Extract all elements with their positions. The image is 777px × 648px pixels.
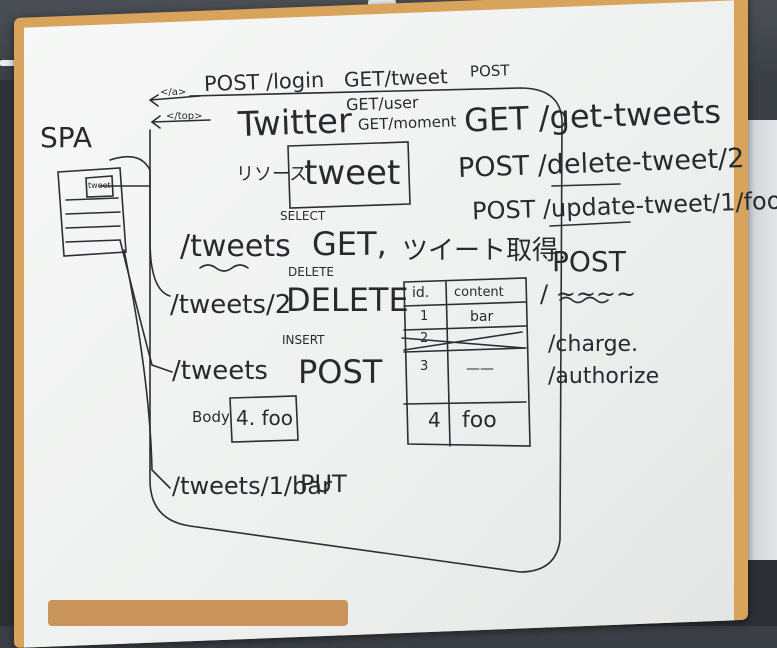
twitter-title: Twitter	[237, 101, 353, 145]
api-note-fetch: ツイート取得.	[402, 236, 567, 266]
ink-strokes	[57, 87, 631, 573]
table-h2	[403, 325, 527, 331]
handwriting-layer: </a> </top> POST /login GET/tweet POST S…	[40, 61, 777, 573]
api-path-tweets-2: /tweets/2	[170, 290, 292, 320]
table-row-3-content: ——	[466, 361, 494, 377]
route-get-tweet: GET/tweet	[343, 64, 449, 92]
table-header-id: id.	[412, 285, 430, 301]
table-outline	[403, 277, 531, 447]
sql-delete: DELETE	[288, 265, 335, 279]
arrow-a	[148, 94, 201, 107]
spa-device	[57, 167, 127, 257]
sql-select: SELECT	[280, 209, 326, 223]
big-frame-line	[149, 87, 563, 573]
route-post-login: POST /login	[203, 67, 325, 97]
underline-update	[549, 221, 631, 227]
underline-delete	[551, 183, 621, 187]
spa-screen-label: tweet	[88, 181, 111, 190]
resource-label: リソース	[236, 164, 308, 185]
spa-arrow-1	[109, 155, 171, 297]
right-route-get-tweets: GET /get-tweets	[463, 92, 722, 140]
api-method-get: GET,	[312, 225, 387, 263]
whiteboard-tray	[48, 600, 348, 626]
table-v	[445, 281, 451, 447]
spa-arrow-3	[119, 239, 173, 373]
tweet-box-line	[287, 141, 411, 209]
arrow-top	[150, 115, 211, 129]
table-row-3-id: 3	[420, 359, 429, 374]
route-post-top: POST	[469, 61, 510, 81]
authorize-route: /authorize	[548, 364, 660, 389]
tweet-box-text: tweet	[304, 153, 401, 193]
post-word: POST	[552, 245, 626, 278]
table-header-content: content	[454, 285, 504, 300]
api-method-delete: DELETE	[286, 281, 409, 319]
table-strike	[401, 331, 525, 351]
api-path-tweets-post: /tweets	[172, 356, 268, 386]
table-row-2-id: 2	[420, 331, 429, 346]
arrow-label-a: </a>	[160, 87, 187, 98]
squiggle-tweets	[199, 264, 249, 272]
arrow-label-top: </top>	[166, 111, 203, 122]
sql-insert: INSERT	[282, 333, 325, 347]
api-method-put: PUT	[300, 470, 347, 498]
api-path-tweets-1-bar: /tweets/1/bar	[172, 472, 332, 500]
body-box-line	[229, 395, 299, 443]
table-row-4-id: 4	[428, 408, 441, 432]
table-row-1-id: 1	[420, 309, 429, 324]
spa-label: SPA	[40, 121, 93, 154]
ceiling-light	[0, 60, 20, 66]
get-user-label: GET/user	[345, 92, 419, 115]
table-h3	[403, 347, 527, 353]
charge-route: /charge.	[548, 332, 639, 357]
table-row-1-content: bar	[470, 309, 494, 325]
spa-arrow-4	[123, 249, 171, 489]
get-moment-label: GET/moment	[357, 112, 457, 134]
body-label: Body	[192, 408, 230, 426]
squiggle-slash: / ~~~~	[540, 280, 637, 308]
spa-screen-box	[85, 175, 114, 198]
table-row-4-content: foo	[462, 408, 497, 433]
table-h4	[403, 401, 527, 405]
api-method-post: POST	[298, 353, 383, 391]
spa-inner-lines	[65, 197, 121, 243]
body-box-text: 4. foo	[236, 406, 293, 430]
table-h1	[403, 301, 527, 307]
api-path-tweets-get: /tweets	[180, 229, 291, 264]
squiggle-right	[559, 296, 609, 304]
